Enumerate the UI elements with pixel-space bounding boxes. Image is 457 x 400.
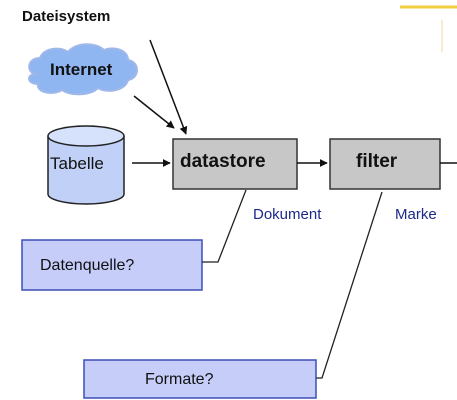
table-cylinder (47, 125, 125, 205)
arrow-internet-to-datastore (133, 95, 175, 129)
datastore-box (172, 138, 298, 190)
marker-label: Marke (395, 206, 437, 223)
datasource-callout-label: Datenquelle? (40, 257, 135, 274)
document-label: Dokument (253, 206, 322, 223)
table-label: Tabelle (50, 154, 104, 173)
datasource-connector (202, 189, 247, 263)
filter-label: filter (356, 151, 398, 172)
arrow-filesystem-to-datastore (149, 39, 188, 135)
internet-label: Internet (50, 60, 113, 79)
internet-cloud (28, 43, 138, 96)
formats-callout-box (83, 359, 317, 399)
filter-box (329, 138, 441, 190)
datastore-label: datastore (180, 151, 266, 172)
datasource-callout-box (21, 239, 203, 291)
formats-connector (316, 191, 383, 379)
filesystem-label: Dateisystem (22, 8, 111, 25)
formats-callout-label: Formate? (145, 371, 214, 388)
corner-accent (400, 5, 457, 52)
